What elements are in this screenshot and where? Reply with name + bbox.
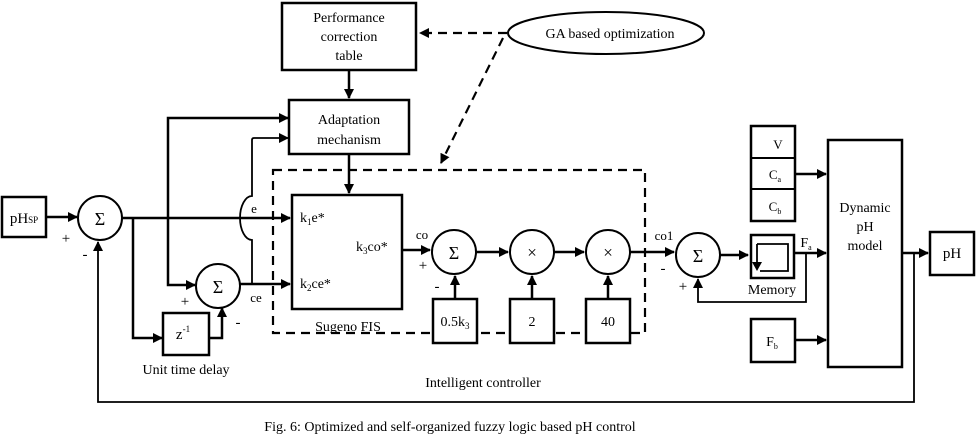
ga-optimization-label: GA based optimization <box>545 27 674 42</box>
gain-40-block: 40 <box>584 297 632 345</box>
fis-in1-k: k <box>300 211 307 226</box>
offset-summing-junction: Σ <box>431 229 477 275</box>
svg-text:k3co*: k3co* <box>356 240 388 256</box>
half-k3-label: 0.5k <box>441 315 466 330</box>
error-to-change-sum-line <box>166 218 196 290</box>
ph-output-block: pH <box>928 230 976 277</box>
delay-label: z <box>176 327 183 343</box>
fa-subscript: a <box>808 243 812 252</box>
volume-label: V <box>773 137 783 152</box>
ca-subscript: a <box>778 175 782 184</box>
controller-output-label: co <box>416 227 428 242</box>
figure-caption: Fig. 6: Optimized and self-organized fuz… <box>264 420 636 435</box>
error-summing-junction: Σ <box>77 195 123 241</box>
gain-2-label: 2 <box>529 315 536 330</box>
svg-text:Ca: Ca <box>769 167 782 184</box>
ph-setpoint-label: pH <box>10 211 29 227</box>
unit-delay-block: z-1 <box>161 311 211 357</box>
plant-line-1: Dynamic <box>839 201 890 216</box>
sugeno-fis-caption: Sugeno FIS <box>315 320 381 335</box>
error-to-delay-line <box>131 218 163 343</box>
times-symbol: × <box>527 243 537 262</box>
svg-text:Fb: Fb <box>766 335 778 351</box>
performance-correction-table-block: Performance correction table <box>280 1 418 72</box>
sigma-symbol: Σ <box>449 243 459 263</box>
svg-text:pHSP: pHSP <box>10 211 38 227</box>
fis-out-var: co* <box>368 240 388 255</box>
memory-feedback-line <box>693 253 807 303</box>
svg-text:k1e*: k1e* <box>300 211 325 227</box>
sum3-minus-sign: - <box>435 279 440 295</box>
parameters-block: V Ca Cb <box>749 124 797 223</box>
sigma-symbol: Σ <box>693 246 703 266</box>
sugeno-fis-block: k1e* k3co* k2ce* <box>290 193 404 311</box>
times-symbol: × <box>603 243 613 262</box>
fis-out-sub: 3 <box>363 246 368 256</box>
ga-optimization-ellipse: GA based optimization <box>507 11 705 55</box>
performance-line-2: correction <box>321 30 378 45</box>
multiply-by-2-junction: × <box>509 229 555 275</box>
svg-text:Fa: Fa <box>800 236 812 252</box>
change-error-label: ce <box>250 290 262 305</box>
ph-setpoint-subscript: SP <box>28 215 38 225</box>
ga-to-controller-dashed-arrow <box>440 37 504 164</box>
change-error-to-adaptation-line <box>239 133 289 284</box>
fis-out-k: k <box>356 240 363 255</box>
adaptation-line-1: Adaptation <box>318 113 380 128</box>
delay-to-sum-line <box>209 307 227 340</box>
memory-icon <box>757 243 789 272</box>
multiply-by-40-junction: × <box>585 229 631 275</box>
sum2-minus-sign: - <box>236 315 241 331</box>
sum4-minus-sign: - <box>661 261 666 277</box>
sum3-plus-sign: + <box>419 258 427 274</box>
sum1-minus-sign: - <box>83 247 88 263</box>
svg-text:0.5k3: 0.5k3 <box>441 315 471 331</box>
fis-in2-var: ce* <box>312 277 331 292</box>
sum1-plus-sign: + <box>62 231 70 247</box>
performance-line-3: table <box>335 49 362 64</box>
cb-label: C <box>769 199 778 214</box>
co1-label: co1 <box>655 228 674 243</box>
fis-in2-sub: 2 <box>307 283 312 293</box>
plant-line-2: pH <box>856 220 873 235</box>
svg-text:Cb: Cb <box>769 199 782 216</box>
sigma-symbol: Σ <box>95 209 105 229</box>
change-error-summing-junction: Σ <box>195 263 241 309</box>
fb-block: Fb <box>749 317 797 364</box>
fis-in1-var: e* <box>312 211 325 226</box>
unit-delay-caption: Unit time delay <box>142 363 229 378</box>
error-signal-label: e <box>251 201 257 216</box>
memory-block <box>749 233 796 280</box>
integrator-summing-junction: Σ <box>675 232 721 278</box>
fb-label: F <box>766 335 774 350</box>
cb-subscript: b <box>777 207 781 216</box>
half-k3-gain-block: 0.5k3 <box>431 297 479 345</box>
adaptation-mechanism-block: Adaptation mechanism <box>287 98 411 156</box>
ph-setpoint-block: pHSP <box>0 195 48 239</box>
ca-label: C <box>769 167 778 182</box>
fa-label: F <box>800 236 808 251</box>
svg-text:z-1: z-1 <box>176 324 190 343</box>
half-k3-subscript: 3 <box>465 321 470 331</box>
memory-caption: Memory <box>748 283 796 298</box>
ph-output-label: pH <box>943 246 962 262</box>
fb-subscript: b <box>774 342 778 351</box>
gain-40-label: 40 <box>601 315 615 330</box>
delay-superscript: -1 <box>183 324 191 334</box>
intelligent-controller-caption: Intelligent controller <box>425 376 541 391</box>
sigma-symbol: Σ <box>213 277 223 297</box>
main-feedback-line <box>93 241 915 403</box>
sum2-plus-sign: + <box>181 294 189 310</box>
error-to-adaptation-line <box>166 113 289 218</box>
fis-in1-sub: 1 <box>307 217 312 227</box>
performance-line-1: Performance <box>313 11 385 26</box>
gain-2-block: 2 <box>508 297 556 345</box>
sum4-plus-sign: + <box>679 279 687 295</box>
fis-in2-k: k <box>300 277 307 292</box>
adaptation-line-2: mechanism <box>317 133 381 148</box>
plant-line-3: model <box>848 239 883 254</box>
dynamic-ph-model-block: Dynamic pH model <box>826 138 904 369</box>
svg-text:k2ce*: k2ce* <box>300 277 331 293</box>
